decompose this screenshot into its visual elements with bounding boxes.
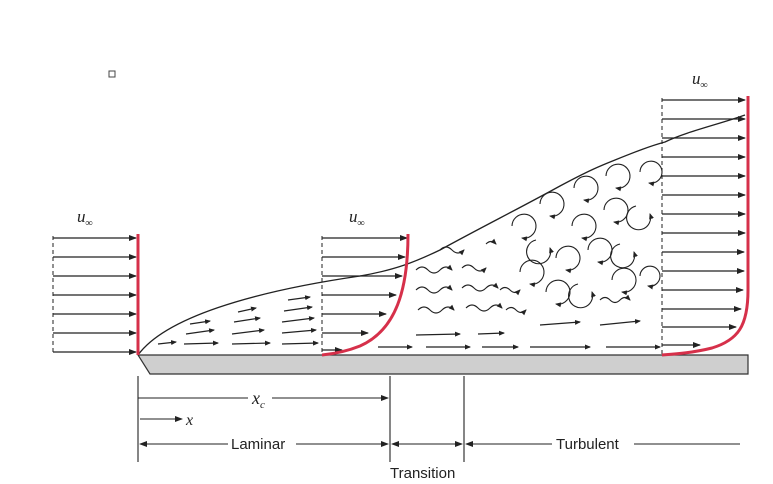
- flat-plate: [136, 354, 749, 375]
- transition-wavy-arrows: [415, 238, 527, 316]
- turbulent-eddies: [511, 160, 663, 309]
- marker-square: [108, 70, 116, 78]
- turbulent-region-label: Turbulent: [556, 436, 620, 453]
- transition-region-label: Transition: [390, 465, 455, 482]
- laminar-velocity-label: u∞: [349, 207, 365, 229]
- laminar-velocity-profile: [321, 233, 410, 357]
- position-label: x: [185, 412, 193, 429]
- near-wall-flow-arrows: [378, 319, 661, 350]
- laminar-flow-arrows: [157, 295, 319, 346]
- boundary-layer-edge: [137, 114, 746, 356]
- turbulent-velocity-label: u∞: [692, 69, 708, 91]
- dimension-lines: [137, 376, 740, 462]
- laminar-region-label: Laminar: [231, 436, 285, 453]
- critical-length-label: xc: [251, 388, 265, 411]
- upstream-velocity-label: u∞: [77, 207, 93, 229]
- upstream-velocity-profile: [52, 234, 140, 355]
- turbulent-velocity-profile: [661, 96, 750, 357]
